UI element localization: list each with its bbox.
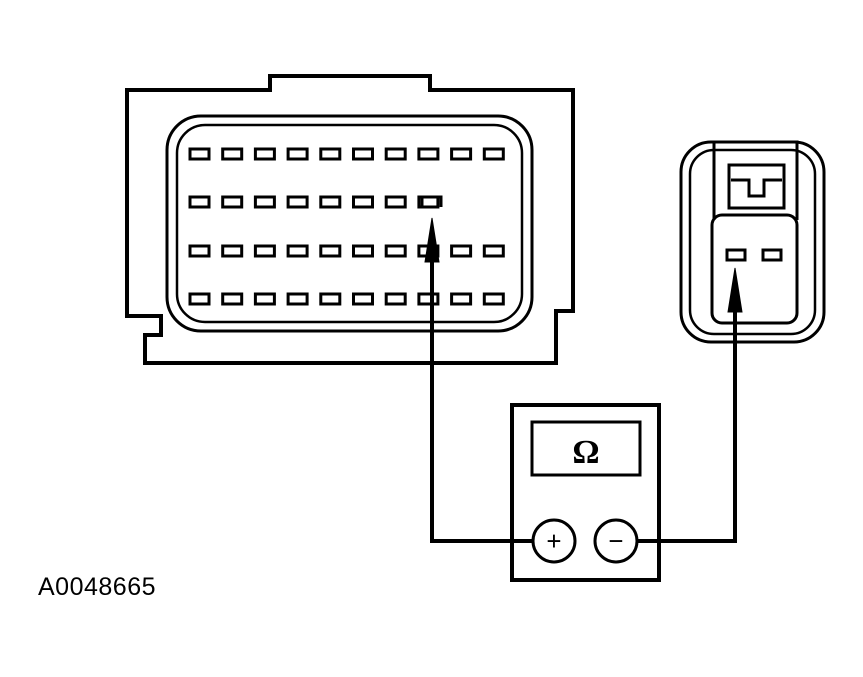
pin-cavity: [417, 292, 440, 306]
pin-cavity: [286, 292, 309, 306]
positive-terminal-label: +: [546, 526, 561, 556]
pin-cavity: [188, 147, 211, 161]
pin-cavity: [253, 195, 276, 209]
pin-cavity: [352, 147, 374, 161]
pin-cavity: [482, 292, 505, 306]
pin-cavity: [450, 147, 473, 161]
pin-cavity: [450, 292, 473, 306]
pin-cavity: [221, 244, 244, 258]
pin-cavity: [384, 244, 407, 258]
pin-cavity: [253, 292, 276, 306]
test-leads: [424, 217, 743, 543]
small-connector: [679, 140, 826, 344]
negative-probe-arrow: [727, 267, 743, 313]
pin-cavity: [221, 195, 244, 209]
positive-probe-arrow: [424, 217, 440, 263]
pin-cavity: [188, 292, 211, 306]
small-connector-latch: [727, 163, 786, 210]
ohmmeter: Ω + −: [510, 403, 661, 582]
pin-cavity: [319, 147, 342, 161]
pin-cavity: [253, 147, 276, 161]
large-connector-face-inner: [175, 123, 524, 324]
figure-id-label: A0048665: [38, 573, 157, 601]
small-connector-pin-1: [725, 248, 747, 262]
pin-cavity: [188, 195, 211, 209]
pin-cavity: [319, 292, 342, 306]
small-connector-housing-outer: [679, 140, 826, 344]
small-connector-pin-2: [761, 248, 783, 262]
probed-pin-cavity: [420, 195, 443, 207]
pin-cavity: [384, 292, 407, 306]
small-connector-insert: [710, 213, 799, 325]
large-connector-face-outer: [165, 114, 534, 333]
negative-terminal-label: −: [608, 526, 623, 556]
pin-cavity: [286, 147, 309, 161]
pin-cavity: [221, 147, 244, 161]
negative-test-lead: [637, 312, 737, 543]
pin-cavity: [450, 244, 473, 258]
pin-cavity: [352, 292, 374, 306]
pin-cavity: [319, 244, 342, 258]
large-connector-housing: [125, 74, 575, 365]
ohmmeter-body: [510, 403, 661, 582]
pin-cavity: [482, 147, 505, 161]
small-connector-latch-detail: [731, 178, 782, 198]
pin-cavity: [417, 147, 440, 161]
ohmmeter-display: [530, 420, 642, 477]
pin-cavity: [188, 244, 211, 258]
pin-cavity: [319, 195, 342, 209]
pin-cavity: [384, 195, 407, 209]
pin-cavity: [221, 292, 244, 306]
pin-cavity: [482, 244, 505, 258]
large-connector: [125, 74, 575, 365]
ohmmeter-display-symbol: Ω: [572, 434, 599, 471]
small-connector-lock-tab: [712, 140, 799, 220]
pin-cavity: [384, 147, 407, 161]
pin-cavity: [286, 244, 309, 258]
pin-cavity: [253, 244, 276, 258]
positive-test-lead: [430, 262, 533, 543]
pin-cavity-grid: [188, 147, 505, 306]
pin-cavity: [352, 244, 374, 258]
small-connector-housing-inner: [688, 148, 817, 336]
pin-cavity: [352, 195, 374, 209]
pin-cavity: [286, 195, 309, 209]
